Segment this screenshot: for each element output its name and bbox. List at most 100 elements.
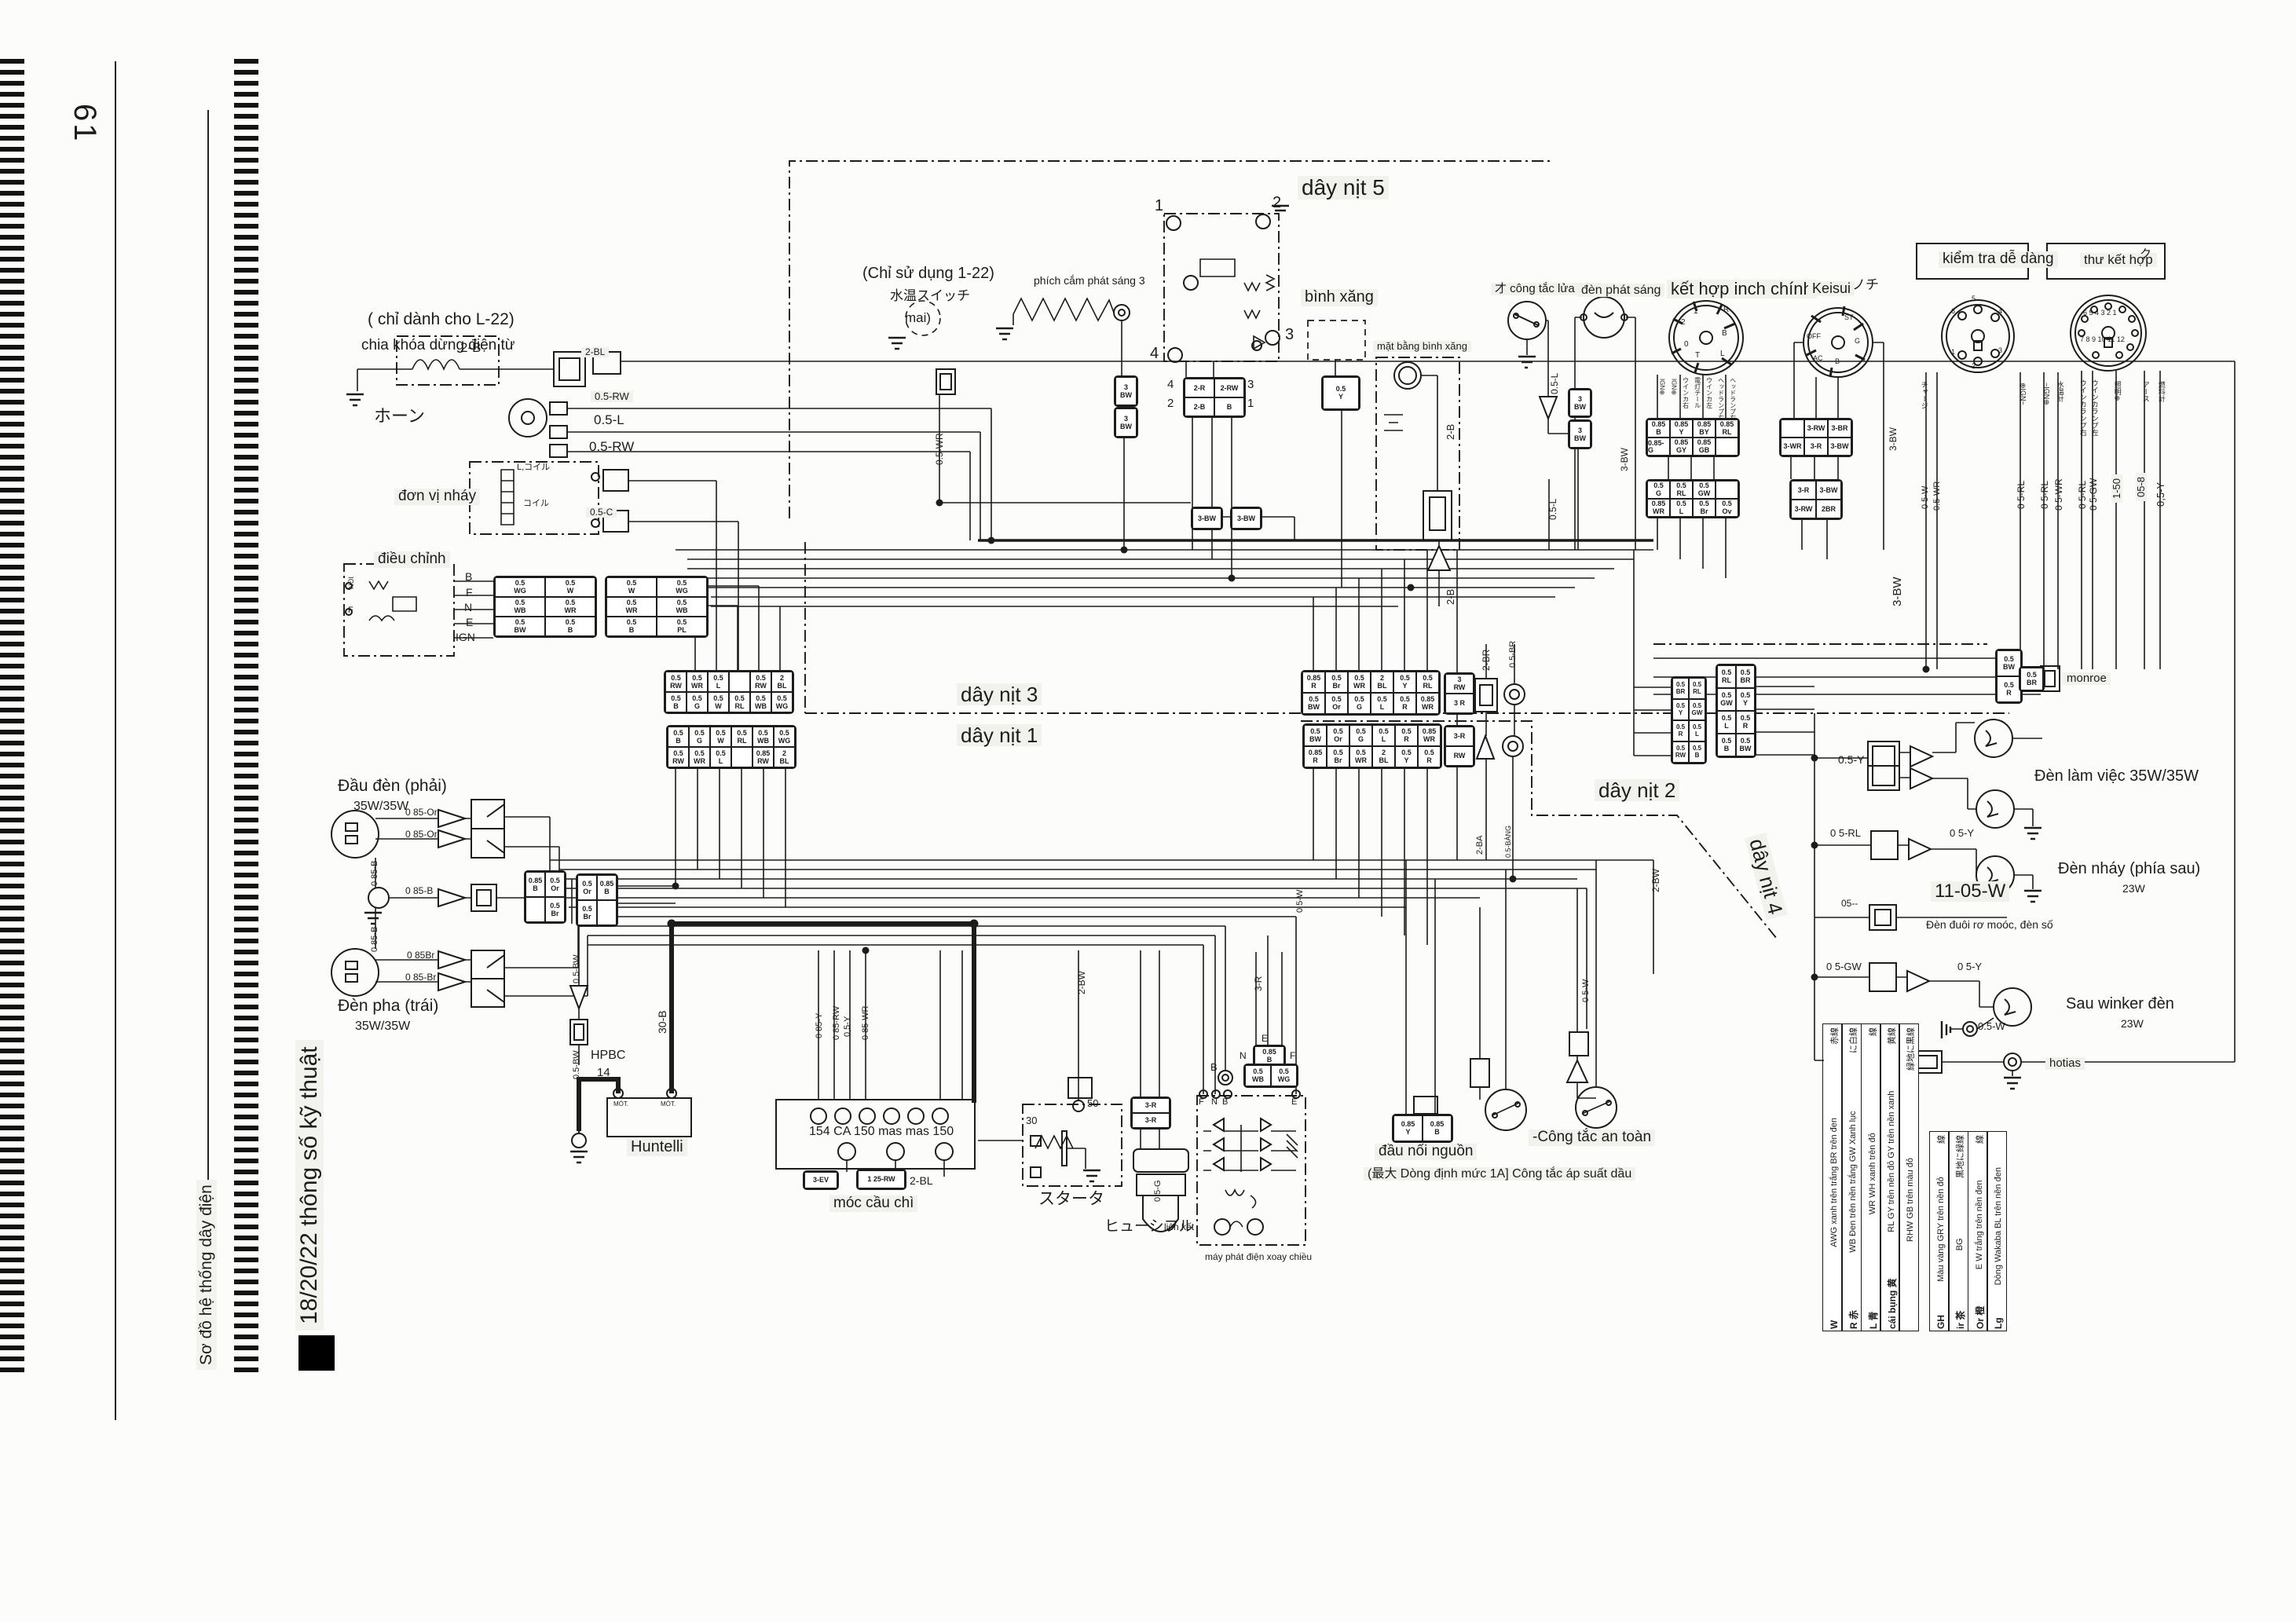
wire-cell (1781, 419, 1804, 438)
wire-cell (729, 672, 750, 692)
diagram-label: F (1290, 1050, 1296, 1061)
diagram-label: (最大 Dòng định mức 1A] Công tắc áp suất d… (1364, 1167, 1636, 1181)
diagram-label: IGN (456, 631, 475, 643)
diagram-label: 0 85-Or (405, 829, 438, 840)
diagram-label: 0.5-Y (1838, 753, 1865, 766)
diagram-label: 50 (1087, 1097, 1099, 1109)
diagram-label: 3-R (1253, 976, 1264, 991)
diagram-label: 3-BW (1888, 427, 1899, 451)
diagram-label: B (1210, 1061, 1218, 1073)
margin-rule (115, 61, 116, 1420)
diagram-label: dây nịt 5 (1298, 175, 1389, 200)
diagram-label: 3-BW (1619, 448, 1630, 471)
diagram-label: ST (1844, 313, 1854, 321)
wire-cell: 3-R (1132, 1113, 1170, 1128)
connector-block: 3-BW (1230, 507, 1262, 530)
diagram-label: 0 85-B (405, 885, 434, 896)
diagram-label: HPBC (591, 1049, 626, 1062)
section-marker (298, 1335, 335, 1371)
diagram-label: 3 (1998, 346, 2003, 354)
diagram-label: 2-BL (910, 1174, 933, 1187)
diagram-label: 0.5-L (1549, 372, 1560, 394)
diagram-label: OFF (1807, 332, 1821, 340)
diagram-label: hotias (2045, 1056, 2085, 1071)
diagram-label: 30 (1026, 1115, 1038, 1126)
wire-cell (1716, 481, 1738, 499)
diagram-label: Keisui (1808, 280, 1855, 297)
diagram-label: 0 85-Y (815, 1012, 824, 1038)
diagram-label: 0 85Br (407, 950, 435, 961)
diagram-label: E (1291, 1097, 1298, 1107)
wire-cell: 3-R (1445, 727, 1474, 746)
diagram-label: 電灯テール (1694, 377, 1701, 408)
diagram-label: Sau winker đèn (2066, 995, 2174, 1012)
diagram-label: E (466, 616, 474, 628)
diagram-label: Huntelli (627, 1138, 687, 1156)
diagram-label: 154 CA 150 mas mas 150 (809, 1125, 954, 1138)
diagram-label: ホーン (374, 406, 425, 426)
wire-cell: 3-WR (1781, 438, 1804, 456)
diagram-label: 0.5-BW (572, 954, 581, 983)
diagram-label: Đèn đuôi rơ moóc, đèn số (1926, 918, 2053, 931)
diagram-label: N (1211, 1097, 1218, 1107)
diagram-label: 1 (1247, 397, 1254, 410)
binding-hatch-strip (0, 59, 24, 1372)
wire-cell: 3-BW (1192, 508, 1221, 529)
wire-cell: 3-R (1804, 438, 1828, 456)
diagram-label: Đèn nháy (phía sau) (2058, 860, 2201, 877)
wire-cell: RW (1445, 746, 1474, 766)
wire-cell: 2-RW (1214, 379, 1244, 397)
diagram-label: 1-50 (2111, 474, 2123, 503)
diagram-label: 2-BA (1475, 835, 1485, 855)
diagram-label: 0.5-C (586, 507, 617, 518)
diagram-label: 6 (1951, 307, 1956, 315)
binding-hatch-strip (234, 59, 258, 1372)
wire-cell: 3-R (1132, 1098, 1170, 1113)
diagram-label: 0 85-WR (861, 1005, 870, 1040)
diagram-label: 0 85-Or (405, 807, 438, 818)
connector-block: 3-BW (1191, 507, 1223, 530)
diagram-label: 35W/35W (355, 1020, 411, 1033)
wire-cell: 2-R (1185, 379, 1214, 397)
connector-block: 3-EV (803, 1170, 839, 1190)
wire-cell (525, 897, 545, 922)
